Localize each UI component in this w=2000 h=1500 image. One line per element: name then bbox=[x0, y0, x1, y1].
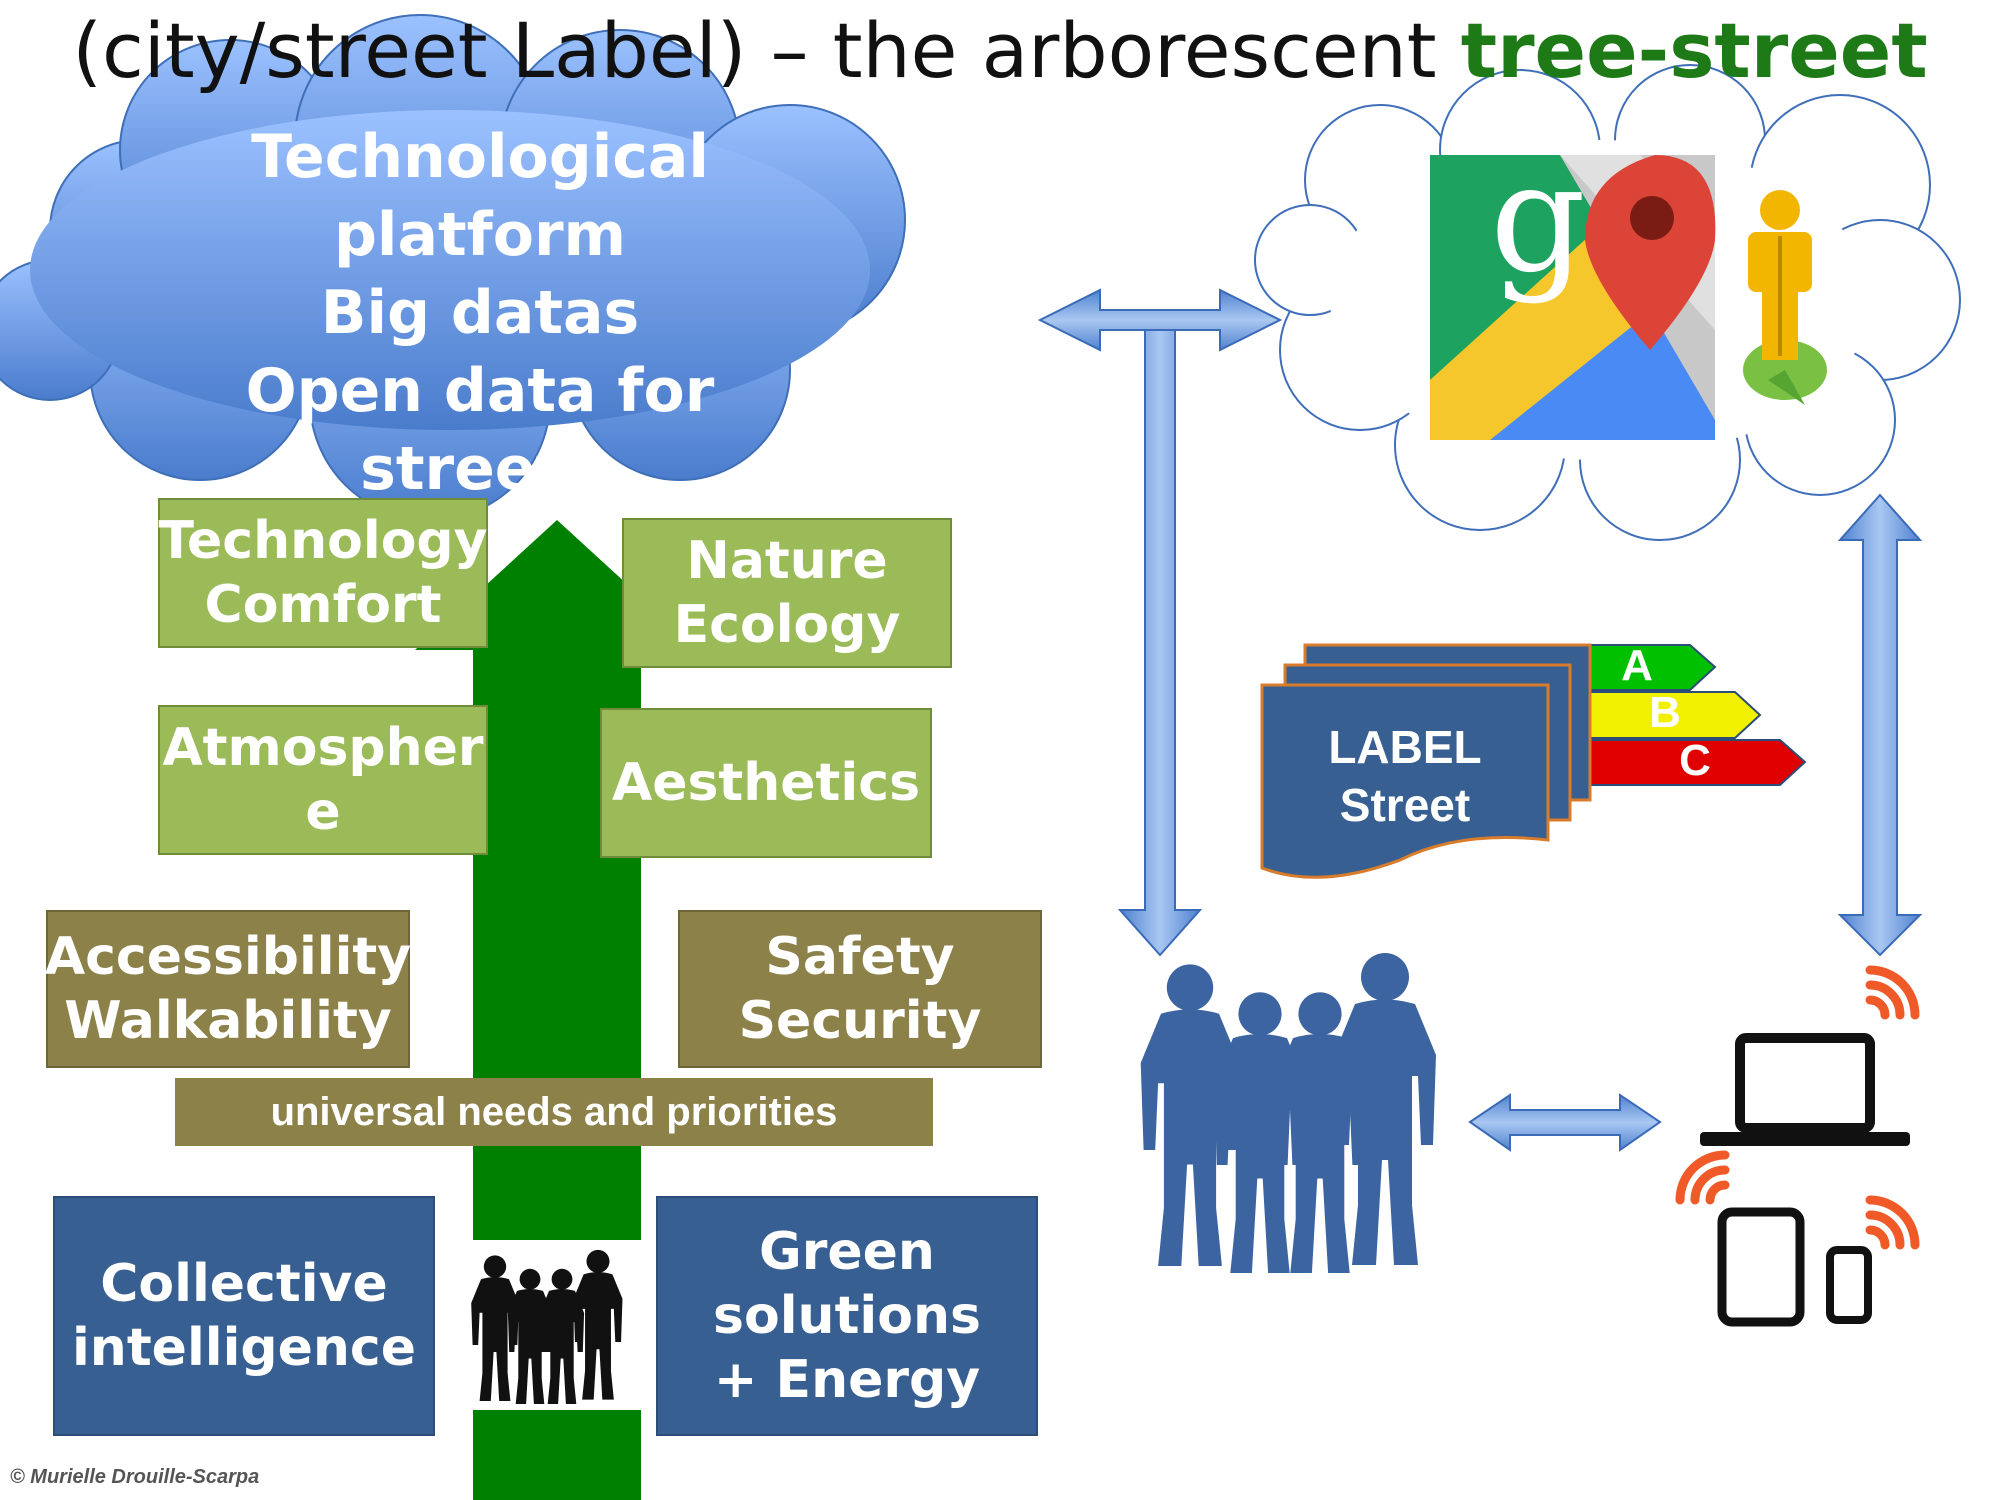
technology-cloud bbox=[0, 14, 906, 521]
label-street-badge bbox=[1260, 643, 1807, 879]
label-street-text: LABEL Street bbox=[1265, 718, 1545, 834]
box-line: solutions bbox=[713, 1286, 981, 1346]
grade-b: B bbox=[1649, 688, 1681, 737]
needs-label: universal needs and priorities bbox=[270, 1089, 838, 1134]
title-main: (city/street Label) – the arborescent bbox=[72, 6, 1461, 95]
cloud-maps-double-arrow[interactable] bbox=[1037, 288, 1283, 352]
title-accent: tree-street bbox=[1460, 6, 1928, 95]
box-line: Ecology bbox=[673, 595, 901, 655]
box-line: Walkability bbox=[64, 991, 392, 1051]
box-line: Nature bbox=[686, 531, 888, 591]
google-maps-icon: g bbox=[1430, 132, 1716, 440]
label-line: LABEL bbox=[1328, 721, 1482, 773]
box-line: Accessibility bbox=[44, 927, 412, 987]
people-devices-double-arrow[interactable] bbox=[1468, 1093, 1662, 1152]
tablet-icon bbox=[1717, 1207, 1805, 1327]
universal-needs-bar: universal needs and priorities bbox=[175, 1078, 933, 1146]
box-line: Aesthetics bbox=[611, 753, 921, 813]
cloud-line: Technological bbox=[251, 122, 709, 192]
phone-icon bbox=[1826, 1246, 1872, 1324]
cloud-text: Technological platform Big datas Open da… bbox=[120, 118, 840, 508]
cloud-line: platform bbox=[333, 200, 627, 270]
maps-devices-vertical-arrow[interactable] bbox=[1837, 493, 1923, 957]
box-line: Technology bbox=[158, 511, 488, 571]
grade-c: C bbox=[1679, 736, 1711, 785]
box-line: e bbox=[305, 782, 341, 842]
people-silhouette-icon bbox=[1140, 953, 1436, 1273]
grade-a: A bbox=[1621, 641, 1653, 690]
box-line: Security bbox=[738, 991, 982, 1051]
cloud-line: Big datas bbox=[320, 278, 640, 348]
box-line: Green bbox=[759, 1222, 935, 1282]
tree-people-vertical-arrow[interactable] bbox=[1117, 329, 1203, 957]
box-line: Atmospher bbox=[162, 718, 484, 778]
box-line: Collective bbox=[100, 1254, 388, 1314]
box-line: + Energy bbox=[713, 1350, 981, 1410]
box-line: Comfort bbox=[204, 575, 442, 635]
cloud-line: Open data for streets bbox=[245, 356, 715, 504]
page-title: (city/street Label) – the arborescent tr… bbox=[0, 6, 2000, 95]
svg-text:g: g bbox=[1490, 132, 1586, 306]
box-line: intelligence bbox=[71, 1318, 417, 1378]
box-line: Safety bbox=[765, 927, 955, 987]
copyright-text: © Murielle Drouille-Scarpa bbox=[10, 1466, 260, 1488]
aesthetics-box: Aesthetics bbox=[600, 708, 932, 858]
wifi-signal-icon bbox=[1675, 965, 1920, 1250]
street-view-pegman-icon bbox=[1743, 190, 1827, 405]
label-line: Street bbox=[1339, 779, 1471, 831]
laptop-icon bbox=[1700, 1033, 1910, 1146]
